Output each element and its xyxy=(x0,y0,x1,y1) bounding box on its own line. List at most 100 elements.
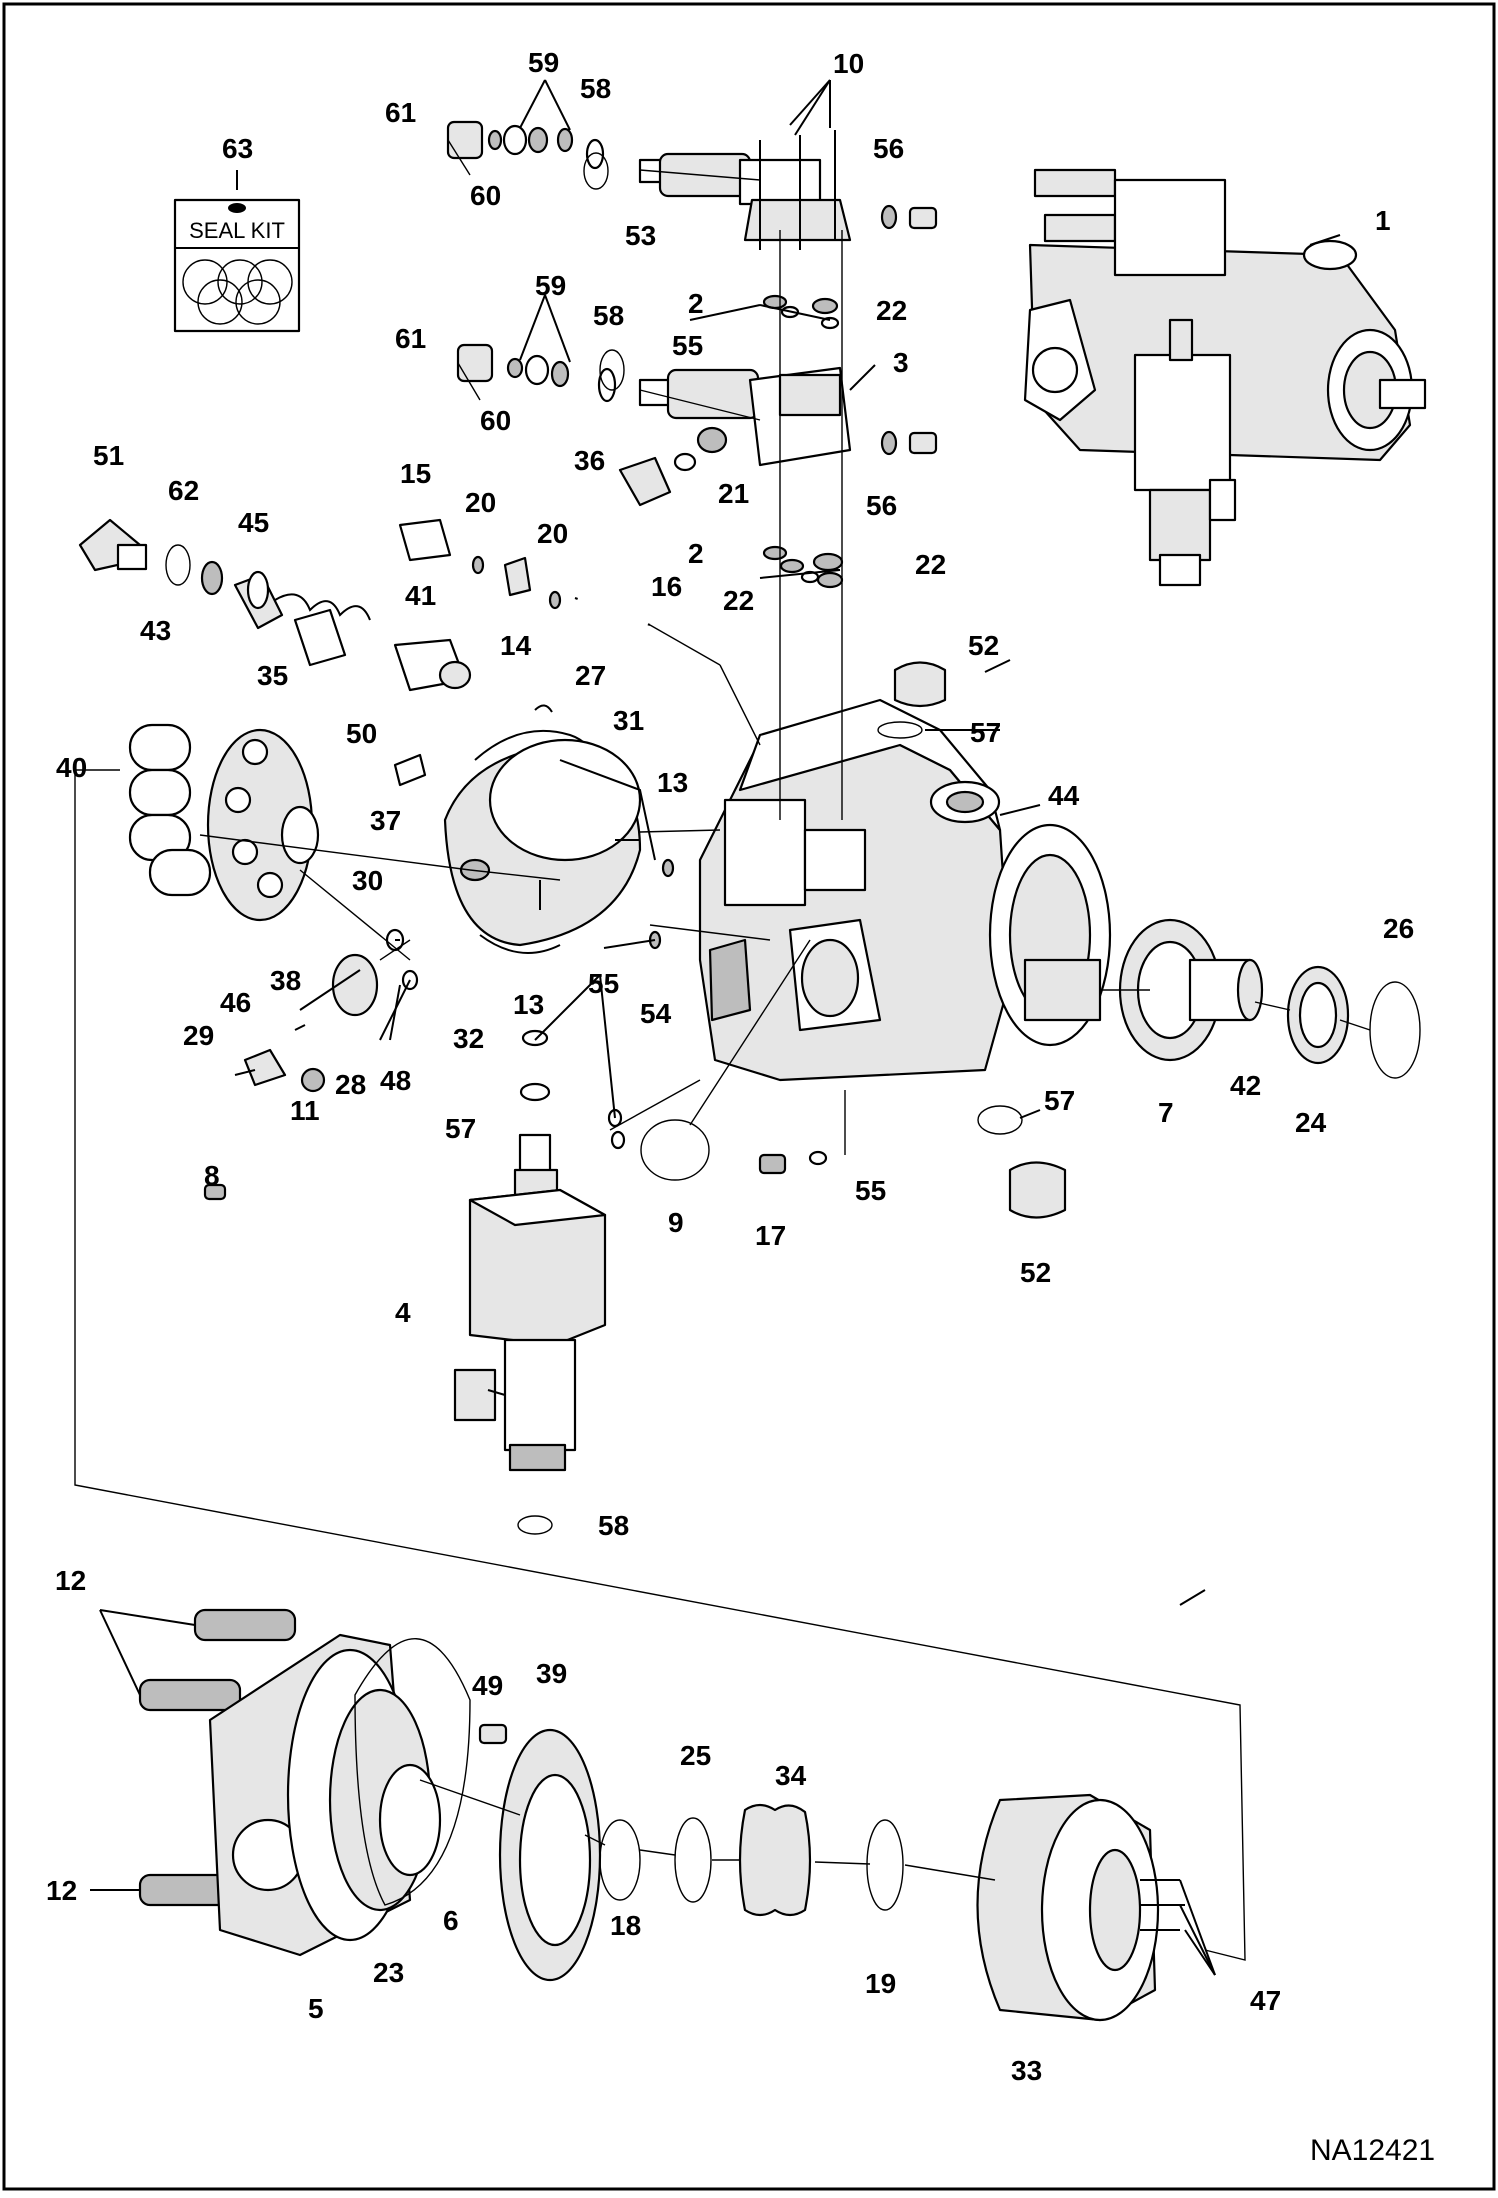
callout-23: 23 xyxy=(373,1957,404,1988)
callout-41: 41 xyxy=(405,580,436,611)
callout-26: 26 xyxy=(1383,913,1414,944)
callout-62: 62 xyxy=(168,475,199,506)
callout-57c: 57 xyxy=(1044,1085,1075,1116)
callout-61a: 61 xyxy=(385,97,416,128)
callout-33: 33 xyxy=(1011,2055,1042,2086)
callout-13b: 13 xyxy=(513,989,544,1020)
callout-39: 39 xyxy=(536,1658,567,1689)
callout-31: 31 xyxy=(613,705,644,736)
callout-16: 16 xyxy=(651,571,682,602)
callout-57b: 57 xyxy=(445,1113,476,1144)
callout-7: 7 xyxy=(1158,1097,1174,1128)
callout-47: 47 xyxy=(1250,1985,1281,2016)
callout-42: 42 xyxy=(1230,1070,1261,1101)
assembled-pump xyxy=(1023,168,1427,587)
valve-plate xyxy=(498,1728,602,1982)
callout-60b: 60 xyxy=(480,405,511,436)
callout-52b: 52 xyxy=(1020,1257,1051,1288)
callout-58c: 58 xyxy=(598,1510,629,1541)
spring-components xyxy=(599,1803,904,1917)
callout-60a: 60 xyxy=(470,180,501,211)
callout-46: 46 xyxy=(220,987,251,1018)
small-parts xyxy=(203,704,553,1201)
main-housing xyxy=(698,698,1112,1082)
drawing-id: NA12421 xyxy=(1310,2134,1435,2167)
callout-34: 34 xyxy=(775,1760,807,1791)
callout-22c: 22 xyxy=(723,585,754,616)
callout-15: 15 xyxy=(400,458,431,489)
pin-components xyxy=(398,518,651,628)
seal-kit-label: SEAL KIT xyxy=(189,218,285,243)
upper-control-valve xyxy=(446,120,938,250)
callout-11: 11 xyxy=(290,1095,320,1126)
solenoid-valve xyxy=(453,1133,607,1535)
lower-gasket-and-pin xyxy=(354,1638,508,1906)
middle-control-valve xyxy=(456,343,938,507)
callout-44: 44 xyxy=(1048,780,1080,811)
callout-50: 50 xyxy=(346,718,377,749)
callout-35: 35 xyxy=(257,660,288,691)
callout-28: 28 xyxy=(335,1069,366,1100)
callout-55b: 55 xyxy=(588,968,619,999)
callout-5: 5 xyxy=(308,1993,324,2024)
callout-labels: 1 2 2 3 4 5 6 7 8 9 10 11 12 12 13 13 14… xyxy=(46,47,1414,2086)
callout-52a: 52 xyxy=(968,630,999,661)
piston-set xyxy=(128,723,320,922)
callout-45: 45 xyxy=(238,507,269,538)
callout-30: 30 xyxy=(352,865,383,896)
callout-58b: 58 xyxy=(593,300,624,331)
callout-1: 1 xyxy=(1375,205,1391,236)
callout-3: 3 xyxy=(893,347,909,378)
callout-13a: 13 xyxy=(657,767,688,798)
swashplate xyxy=(443,729,656,954)
callout-43: 43 xyxy=(140,615,171,646)
callout-56a: 56 xyxy=(873,133,904,164)
callout-36: 36 xyxy=(574,445,605,476)
callout-32: 32 xyxy=(453,1023,484,1054)
callout-58a: 58 xyxy=(580,73,611,104)
callout-57a: 57 xyxy=(970,717,1001,748)
callout-37: 37 xyxy=(370,805,401,836)
callout-19: 19 xyxy=(865,1968,896,1999)
callout-20a: 20 xyxy=(465,487,496,518)
callout-59b: 59 xyxy=(535,270,566,301)
callout-63: 63 xyxy=(222,133,253,164)
callout-18: 18 xyxy=(610,1910,641,1941)
callout-59a: 59 xyxy=(528,47,559,78)
callout-2a: 2 xyxy=(688,288,704,319)
callout-38: 38 xyxy=(270,965,301,996)
callout-55a: 55 xyxy=(672,330,703,361)
callout-25: 25 xyxy=(680,1740,711,1771)
callout-6: 6 xyxy=(443,1905,459,1936)
callout-20b: 20 xyxy=(537,518,568,549)
callout-pointers xyxy=(90,79,1341,1976)
callout-22b: 22 xyxy=(915,549,946,580)
callout-27: 27 xyxy=(575,660,606,691)
callout-8: 8 xyxy=(204,1160,220,1191)
seal-kit: SEAL KIT xyxy=(173,198,301,333)
callout-56b: 56 xyxy=(866,490,897,521)
callout-54: 54 xyxy=(640,998,672,1029)
leader-lines xyxy=(74,139,1371,1961)
callout-4: 4 xyxy=(395,1297,411,1328)
callout-2b: 2 xyxy=(688,538,704,569)
callout-49: 49 xyxy=(472,1670,503,1701)
callout-24: 24 xyxy=(1295,1107,1327,1138)
callout-22a: 22 xyxy=(876,295,907,326)
callout-12b: 12 xyxy=(46,1875,77,1906)
callout-10: 10 xyxy=(833,48,864,79)
callout-51: 51 xyxy=(93,440,124,471)
callout-21: 21 xyxy=(718,478,749,509)
callout-55c: 55 xyxy=(855,1175,886,1206)
callout-9: 9 xyxy=(668,1207,684,1238)
callout-40: 40 xyxy=(56,752,87,783)
callout-53: 53 xyxy=(625,220,656,251)
callout-61b: 61 xyxy=(395,323,426,354)
callout-29: 29 xyxy=(183,1020,214,1051)
callout-14: 14 xyxy=(500,630,532,661)
callout-12a: 12 xyxy=(55,1565,86,1596)
spool-components xyxy=(78,518,472,692)
